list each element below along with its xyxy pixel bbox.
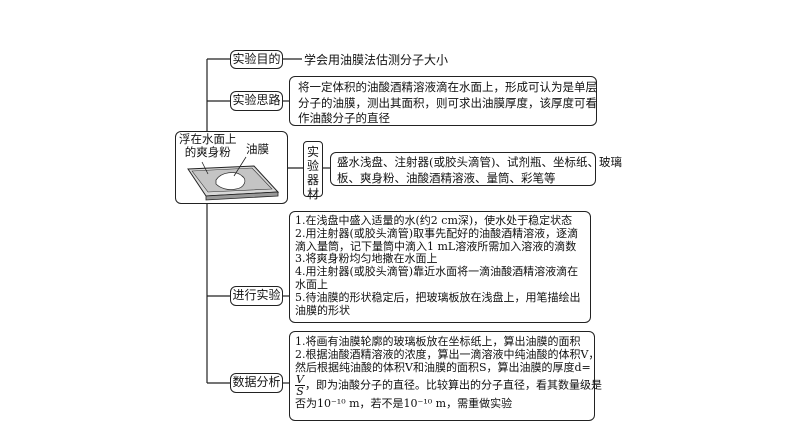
shallow-tray-illustration	[187, 156, 280, 201]
equipment-label: 实 验 器 材	[303, 141, 323, 201]
thickness-fraction: V S	[295, 373, 305, 398]
analysis-line-2: 2.根据油酸酒精溶液的浓度，算出一滴溶液中纯油酸的体积V，	[295, 348, 600, 361]
procedure-line-7: 5.待油膜的形状稳定后，把玻璃板放在浅盘上，用笔描绘出	[295, 290, 581, 304]
film-label: 油膜	[246, 142, 269, 156]
idea-label: 实验思路	[230, 91, 283, 111]
procedure-line-5: 4.用注射器(或胶头滴管)靠近水面将一滴油酸酒精溶液滴在	[295, 265, 579, 279]
idea-line-1: 将一定体积的油酸酒精溶液滴在水面上，形成可认为是单层	[298, 80, 597, 94]
analysis-label: 数据分析	[230, 373, 283, 393]
procedure-line-3: 滴入量筒，记下量筒中滴入1 mL溶液所需加入溶液的滴数	[295, 239, 577, 253]
purpose-label: 实验目的	[230, 50, 283, 69]
procedure-line-8: 油膜的形状	[295, 303, 350, 317]
powder-label: 浮在水面上 的爽身粉	[179, 132, 237, 159]
procedure-line-1: 1.在浅盘中盛入适量的水(约2 cm深)，使水处于稳定状态	[295, 214, 573, 227]
procedure-line-2: 2.用注射器(或胶头滴管)取事先配好的油酸酒精溶液，逐滴	[295, 226, 579, 240]
equipment-line-1: 盛水浅盘、注射器(或胶头滴管)、试剂瓶、坐标纸、玻璃	[337, 155, 622, 169]
equipment-line-2: 板、爽身粉、油酸酒精溶液、量筒、彩笔等	[337, 170, 556, 185]
procedure-line-6: 水面上	[295, 277, 328, 291]
analysis-line-4: V S ，即为油酸分子的直径。比较算出的分子直径，看其数量级是	[295, 373, 602, 398]
apparatus-illustration-box: 浮在水面上 的爽身粉 油膜	[175, 131, 288, 204]
analysis-box: 1.将画有油膜轮廓的玻璃板放在坐标纸上，算出油膜的面积 2.根据油酸酒精溶液的浓…	[289, 331, 602, 421]
analysis-line-1: 1.将画有油膜轮廓的玻璃板放在坐标纸上，算出油膜的面积	[295, 335, 581, 348]
analysis-line-3: 然后根据纯油酸的体积V和油膜的面积S，算出油膜的厚度d=	[295, 361, 591, 374]
idea-line-3: 作油酸分子的直径	[298, 111, 390, 125]
idea-line-2: 分子的油膜，测出其面积，则可求出油膜厚度，该厚度可看	[298, 95, 597, 110]
equipment-box: 盛水浅盘、注射器(或胶头滴管)、试剂瓶、坐标纸、玻璃 板、爽身粉、油酸酒精溶液、…	[330, 152, 622, 186]
procedure-label: 进行实验	[230, 286, 283, 306]
procedure-box: 1.在浅盘中盛入适量的水(约2 cm深)，使水处于稳定状态 2.用注射器(或胶头…	[289, 211, 591, 323]
purpose-text: 学会用油膜法估测分子大小	[304, 53, 449, 67]
procedure-line-4: 3.将爽身粉均匀地撒在水面上	[295, 252, 438, 266]
analysis-line-5: 否为10⁻¹⁰ m，若不是10⁻¹⁰ m，需重做实验	[295, 397, 513, 410]
idea-box: 将一定体积的油酸酒精溶液滴在水面上，形成可认为是单层 分子的油膜，测出其面积，则…	[289, 76, 597, 126]
